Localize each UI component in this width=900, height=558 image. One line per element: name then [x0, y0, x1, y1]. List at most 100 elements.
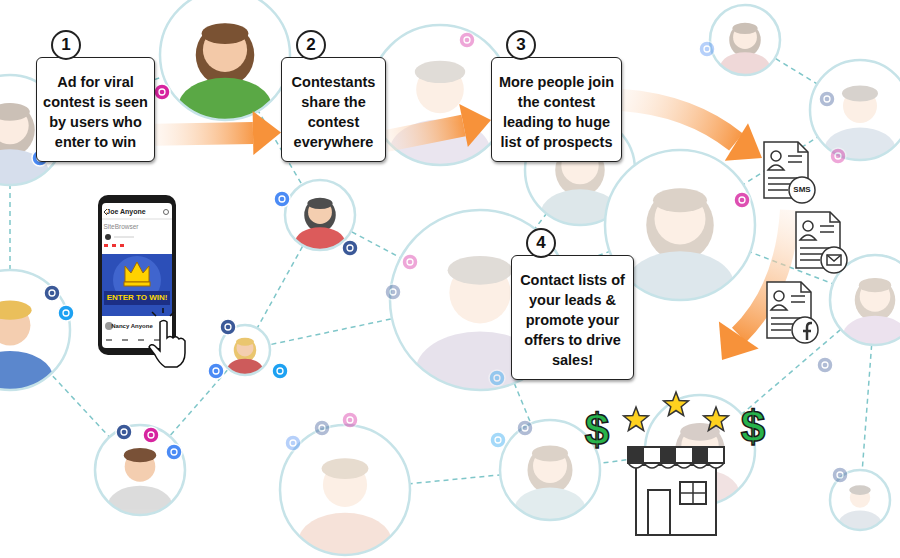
person-avatar-part [298, 458, 392, 558]
social-icon-part [148, 432, 154, 438]
store-icon-part [680, 482, 706, 504]
flow-arrow-head [459, 104, 491, 147]
social-icon [314, 420, 330, 436]
social-icon-part [819, 91, 835, 107]
phone-contact-name: Joe Anyone [106, 208, 145, 216]
flow-arrow-shaft [155, 133, 253, 135]
phone-mockup-part [102, 219, 172, 220]
social-icon-part [517, 420, 533, 436]
phone-mockup-part [112, 244, 116, 247]
social-icon-part [116, 424, 132, 440]
phone-mockup-part [104, 244, 108, 247]
person-avatar-part-part [196, 24, 255, 86]
phone-mockup-part [120, 244, 124, 247]
phone-mockup-part [114, 237, 134, 238]
person-avatar [0, 270, 70, 405]
person-avatar [160, 0, 290, 136]
dollar-sign: $ [741, 403, 765, 451]
social-icon-part [734, 192, 750, 208]
social-icon-part [489, 370, 505, 386]
person-avatar-part [280, 425, 410, 555]
step-text: Contestants share the contest everywhere [288, 72, 379, 152]
store-icon-part [704, 407, 729, 431]
social-icon-part [225, 324, 231, 330]
social-icon-part [314, 420, 330, 436]
person-avatar-part-part [234, 338, 257, 362]
social-icon-part [49, 290, 55, 296]
person-avatar-part-part [298, 513, 392, 558]
facebook-list-document-part [792, 317, 818, 343]
social-icon-part [464, 37, 470, 43]
person-avatar [370, 25, 510, 183]
social-icon [272, 363, 288, 379]
person-avatar-part-part [859, 278, 891, 292]
callout-number: 4 [526, 228, 556, 258]
store-icon-part [648, 490, 670, 535]
social-icon-part [208, 363, 224, 379]
store-icon-part [628, 447, 644, 463]
social-icon-part [459, 32, 475, 48]
sms-list-document-part [771, 151, 781, 161]
social-icon-part [63, 310, 69, 316]
social-icon-part [121, 429, 127, 435]
phone-mockup-part [105, 234, 111, 240]
store-icon-part [660, 447, 676, 463]
social-icon [285, 435, 301, 451]
social-icon [517, 420, 533, 436]
social-icon-part [44, 285, 60, 301]
sms-list-document-part [798, 142, 808, 152]
email-list-document-part [827, 255, 841, 265]
callout-number: 2 [296, 30, 326, 60]
social-icon-part [490, 432, 506, 448]
phone-site-name: SiteBrowser [103, 223, 138, 230]
social-icon-part [385, 284, 401, 300]
social-icon-part [347, 245, 353, 251]
facebook-list-document-part [803, 323, 812, 340]
social-icon-part [835, 153, 841, 159]
social-icon-part [171, 449, 177, 455]
social-icon-part [213, 368, 219, 374]
person-avatar-part-part [0, 301, 32, 320]
social-icon-part [699, 41, 715, 57]
person-avatar-part-part [448, 256, 513, 285]
person-avatar-part-part [0, 104, 35, 157]
store-icon-part [692, 447, 708, 463]
social-icon-part [402, 254, 418, 270]
flow-arrow-shaft [386, 125, 464, 141]
social-icon-part [166, 444, 182, 460]
social-icon-part [319, 425, 325, 431]
person-avatar-part-part [532, 446, 568, 462]
social-icon-part [342, 240, 358, 256]
social-icon-part [494, 375, 500, 381]
social-icon [490, 432, 506, 448]
social-icon-part [154, 84, 170, 100]
store-icon-part [628, 447, 724, 463]
step-box: 1Ad for viral contest is seen by users w… [36, 57, 155, 162]
person-avatar [810, 60, 900, 173]
social-icon-part [824, 96, 830, 102]
social-icon-part [830, 148, 846, 164]
email-list-document [796, 212, 847, 273]
person-avatar-part-part [732, 23, 757, 34]
email-list-document-part [827, 255, 841, 261]
person-avatar-part-part [307, 198, 332, 209]
person-avatar-part [285, 180, 355, 250]
social-icon-part [342, 412, 358, 428]
email-list-document-part [796, 212, 840, 268]
social-icon-part [822, 362, 828, 368]
person-avatar-part-part [202, 23, 249, 44]
email-list-document-part [830, 212, 840, 222]
phone-mockup-part [164, 210, 169, 215]
social-icon-part [143, 427, 159, 443]
email-list-document-part [803, 221, 813, 231]
step-box: 2Contestants share the contest everywher… [281, 57, 386, 162]
social-icon [830, 148, 846, 164]
person-avatar-part-part [528, 446, 573, 494]
step-box: 3More people join the contest leading to… [491, 57, 622, 162]
social-icon-part [58, 305, 74, 321]
sms-list-document-part [789, 177, 815, 203]
person-avatar-part-part [0, 103, 30, 121]
store-icon-part [708, 447, 724, 463]
